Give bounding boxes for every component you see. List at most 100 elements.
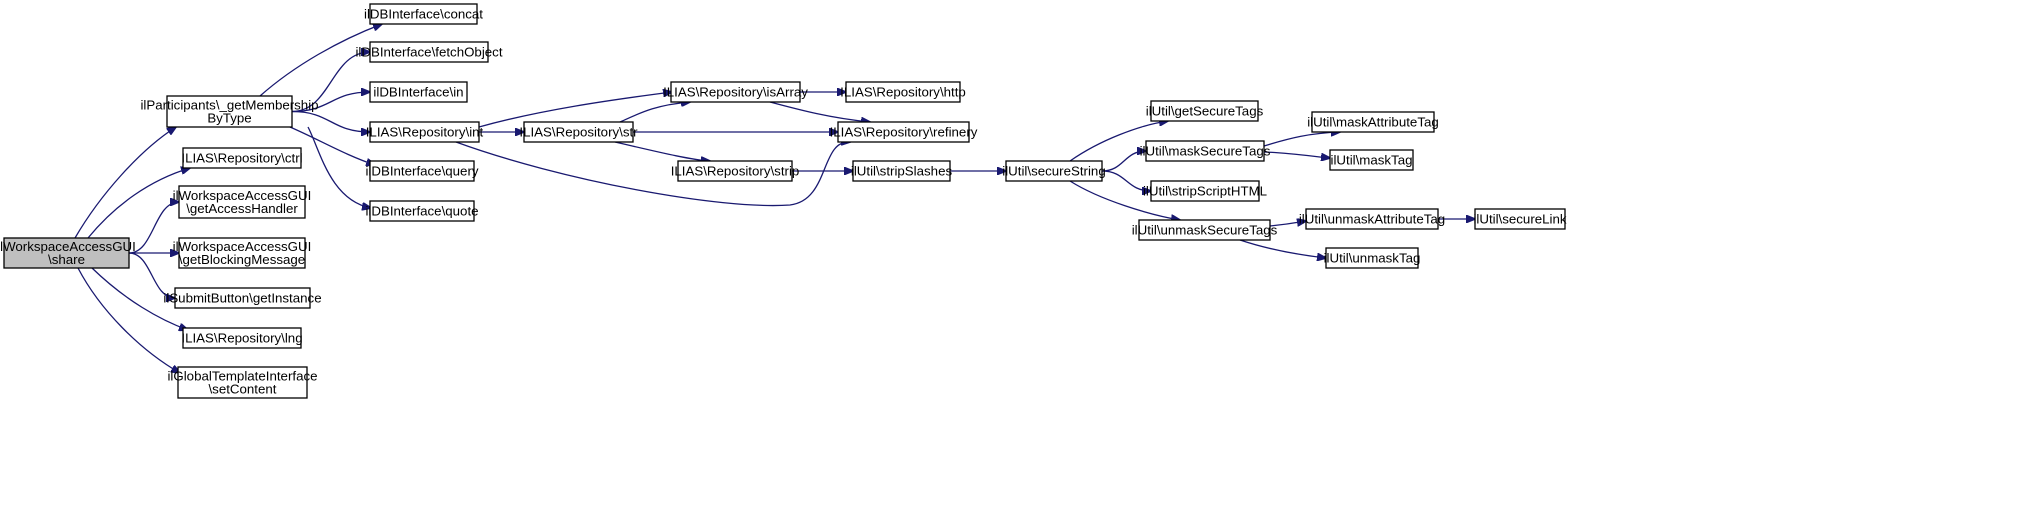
node-isArray[interactable]: ILIAS\Repository\isArray	[663, 81, 808, 103]
node-ctrl[interactable]: ILIAS\Repository\ctrl	[181, 147, 303, 169]
node-maskAttributeTag[interactable]: ilUtil\maskAttributeTag	[1307, 111, 1439, 133]
edge-line	[1069, 121, 1168, 162]
node-setContent[interactable]: ilGlobalTemplateInterface\setContent	[167, 366, 318, 399]
node-secureString[interactable]: ilUtil\secureString	[1002, 160, 1106, 182]
node-label: ilUtil\getSecureTags	[1146, 104, 1264, 119]
edge-line	[1069, 180, 1180, 220]
edge-line	[128, 202, 179, 254]
edge-root-to-getInstance	[128, 252, 175, 298]
node-label: \share	[48, 252, 85, 267]
node-concat[interactable]: ilDBInterface\concat	[364, 3, 483, 25]
node-box	[1150, 180, 1260, 202]
node-label: ilUtil\maskTag	[1330, 153, 1412, 168]
edge-line	[307, 126, 371, 208]
edge-line	[289, 126, 375, 165]
node-box	[174, 287, 311, 309]
node-box	[1305, 208, 1439, 230]
edge-line	[1263, 132, 1340, 147]
node-label: ILIAS\Repository\lng	[181, 331, 302, 346]
node-label: ilUtil\unmaskSecureTags	[1132, 223, 1278, 238]
edge-unmaskSecureTags-to-unmaskAttributeTag	[1269, 221, 1306, 227]
node-label: ilUtil\stripScriptHTML	[1143, 184, 1267, 199]
edge-line	[1239, 239, 1326, 258]
edge-maskSecureTags-to-maskAttributeTag	[1263, 132, 1340, 147]
edge-line	[1269, 221, 1306, 227]
edge-line	[259, 24, 382, 97]
edge-getMembershipByType-to-concat	[259, 24, 382, 97]
node-label: ilParticipants\_getMembership	[140, 98, 318, 113]
node-in[interactable]: ilDBInterface\in	[369, 81, 468, 103]
node-label: ilUtil\secureString	[1002, 164, 1105, 179]
node-label: ILIAS\Repository\int	[366, 125, 484, 140]
node-box	[369, 81, 468, 103]
edge-secureString-to-unmaskSecureTags	[1069, 180, 1180, 220]
node-getBlockingMessage[interactable]: ilWorkspaceAccessGUI\getBlockingMessage	[173, 237, 312, 269]
edge-getMembershipByType-to-in	[291, 92, 370, 113]
node-fetchObject[interactable]: ilDBInterface\fetchObject	[355, 41, 503, 63]
node-label: ilUtil\maskAttributeTag	[1307, 115, 1439, 130]
node-label: ilUtil\secureLink	[1473, 212, 1566, 227]
edge-int-to-isArray	[478, 92, 672, 128]
node-box	[845, 81, 961, 103]
node-http[interactable]: ILIAS\Repository\http	[840, 81, 966, 103]
node-box	[1329, 149, 1414, 171]
node-label: ilGlobalTemplateInterface	[167, 369, 317, 384]
node-lng[interactable]: ILIAS\Repository\lng	[181, 327, 303, 349]
edge-line	[91, 267, 188, 330]
edge-str-to-isArray	[619, 102, 690, 123]
node-label: ilWorkspaceAccessGUI	[0, 239, 136, 254]
node-maskSecureTags[interactable]: ilUtil\maskSecureTags	[1140, 140, 1271, 162]
node-getAccessHandler[interactable]: ilWorkspaceAccessGUI\getAccessHandler	[173, 185, 312, 219]
node-box	[1311, 111, 1435, 133]
edge-root-to-lng	[91, 267, 188, 330]
node-box	[1474, 208, 1566, 230]
node-query[interactable]: ilDBInterface\query	[365, 160, 479, 182]
edge-int-to-refinery	[455, 142, 850, 207]
node-unmaskAttributeTag[interactable]: ilUtil\unmaskAttributeTag	[1299, 208, 1445, 230]
node-int[interactable]: ILIAS\Repository\int	[366, 121, 484, 143]
node-getInstance[interactable]: ilSubmitButton\getInstance	[163, 287, 322, 309]
edge-line	[74, 127, 176, 239]
edge-line	[291, 92, 370, 113]
node-label: ilDBInterface\concat	[364, 7, 483, 22]
edge-secureString-to-stripScriptHTML	[1101, 170, 1151, 191]
node-getSecureTags[interactable]: ilUtil\getSecureTags	[1146, 100, 1264, 122]
node-box	[177, 366, 308, 399]
node-unmaskSecureTags[interactable]: ilUtil\unmaskSecureTags	[1132, 219, 1278, 241]
edge-line	[1101, 170, 1151, 191]
node-label: ilWorkspaceAccessGUI	[173, 188, 312, 203]
edge-line	[128, 252, 175, 298]
node-box	[166, 95, 293, 128]
node-label: ILIAS\Repository\ctrl	[181, 151, 302, 166]
node-label: ILIAS\Repository\isArray	[663, 85, 808, 100]
node-box	[178, 185, 306, 219]
edge-root-to-getMembershipByType	[74, 127, 176, 239]
node-box	[677, 160, 793, 182]
edge-getMembershipByType-to-query	[289, 126, 375, 165]
edge-line	[291, 110, 370, 133]
node-quote[interactable]: ilDBInterface\quote	[365, 200, 479, 222]
node-label: ilDBInterface\fetchObject	[355, 45, 502, 60]
node-stripSlashes[interactable]: ilUtil\stripSlashes	[851, 160, 953, 182]
node-maskTag[interactable]: ilUtil\maskTag	[1329, 149, 1414, 171]
node-label: ilUtil\maskSecureTags	[1140, 144, 1271, 159]
edge-line	[455, 142, 850, 207]
node-box	[178, 237, 306, 269]
node-secureLink[interactable]: ilUtil\secureLink	[1473, 208, 1567, 230]
node-unmaskTag[interactable]: ilUtil\unmaskTag	[1324, 247, 1421, 269]
node-strip[interactable]: ILIAS\Repository\strip	[671, 160, 800, 182]
node-label: ByType	[207, 111, 251, 126]
node-stripScriptHTML[interactable]: ilUtil\stripScriptHTML	[1143, 180, 1267, 202]
node-str[interactable]: ILIAS\Repository\str	[519, 121, 638, 143]
edge-line	[769, 101, 870, 122]
edge-isArray-to-refinery	[769, 101, 870, 122]
node-box	[1325, 247, 1419, 269]
nodes-layer: ilWorkspaceAccessGUI\shareilParticipants…	[0, 3, 1567, 399]
node-box	[1145, 140, 1265, 162]
node-refinery[interactable]: ILIAS\Repository\refinery	[830, 121, 978, 143]
node-label: \setContent	[208, 382, 276, 397]
edge-line	[1263, 151, 1330, 158]
node-label: ilDBInterface\query	[365, 164, 478, 179]
